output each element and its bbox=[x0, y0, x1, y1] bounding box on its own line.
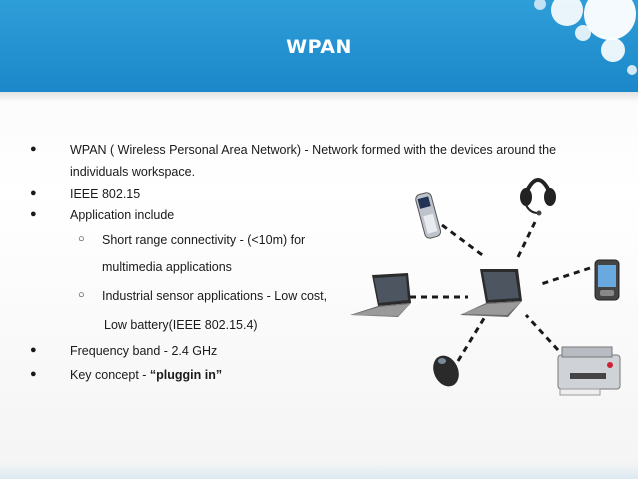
sub-bullet-icon: ○ bbox=[78, 233, 85, 245]
sub-bullet-text: multimedia applications bbox=[102, 260, 232, 274]
sub-bullet-icon: ○ bbox=[78, 289, 85, 301]
cellphone-icon bbox=[415, 192, 442, 239]
mouse-icon bbox=[433, 355, 459, 387]
bottom-band bbox=[0, 462, 638, 479]
laptop-icon bbox=[460, 269, 522, 317]
wpan-diagram bbox=[350, 178, 621, 396]
bullet-icon: ● bbox=[30, 344, 37, 356]
connection-lines bbox=[410, 221, 591, 362]
sub-bullet-text: Short range connectivity - (<10m) for bbox=[102, 233, 306, 247]
slide-title: WPAN bbox=[286, 36, 352, 58]
bullet-icon: ● bbox=[30, 208, 37, 220]
laptop-icon bbox=[350, 273, 411, 317]
sub-bullet-text: Industrial sensor applications - Low cos… bbox=[102, 289, 328, 303]
decorative-bubbles-icon bbox=[534, 0, 637, 75]
bullet-icon: ● bbox=[30, 368, 37, 380]
key-concept-label: Key concept - bbox=[70, 368, 150, 382]
key-concept-value: “pluggin in” bbox=[149, 368, 223, 382]
bullet-text: individuals workspace. bbox=[70, 165, 196, 179]
header-shadow bbox=[0, 92, 638, 102]
bullet-icon: ● bbox=[30, 187, 37, 199]
bullet-text: IEEE 802.15 bbox=[70, 187, 141, 201]
bullet-icon: ● bbox=[30, 143, 37, 155]
slide-header: WPAN bbox=[0, 0, 638, 92]
headset-icon bbox=[520, 178, 556, 216]
bullet-text: Key concept - “pluggin in” bbox=[70, 368, 222, 382]
pda-icon bbox=[594, 259, 620, 301]
bullet-text: Application include bbox=[70, 208, 175, 222]
printer-icon bbox=[557, 346, 621, 396]
bullet-text: Frequency band - 2.4 GHz bbox=[70, 344, 218, 358]
bullet-text: WPAN ( Wireless Personal Area Network) -… bbox=[70, 143, 557, 157]
sub-bullet-text: Low battery(IEEE 802.15.4) bbox=[104, 318, 258, 332]
